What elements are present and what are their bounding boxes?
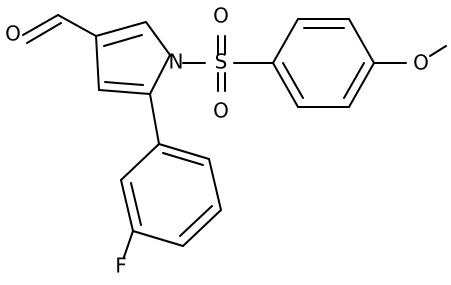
bond-fp-1-inner <box>162 152 204 166</box>
bond-fp-4 <box>132 230 184 247</box>
bond-mp-4-inner <box>343 62 365 99</box>
bond-mp-6-inner <box>282 62 304 99</box>
bond-fp-5-inner <box>130 182 142 226</box>
fluorine-label: F <box>115 254 127 278</box>
sulfur-label: S <box>215 50 228 74</box>
bond-pyrrole-c5-c4-inner <box>104 81 144 86</box>
bond-c-f <box>123 230 134 258</box>
bond-mp-6 <box>272 62 299 108</box>
methoxy-oxygen-label: O <box>413 51 429 75</box>
bond-fp-5 <box>120 179 134 232</box>
aldehyde-oxygen-label: O <box>5 22 21 46</box>
bond-fp-3-inner <box>179 205 213 237</box>
bond-mp-4 <box>348 62 375 108</box>
bond-aldehyde-cc <box>57 14 97 37</box>
sulfonyl-group <box>182 35 274 92</box>
bond-fp-3 <box>182 209 222 247</box>
bond-pyrrole-c4-c3 <box>95 35 100 91</box>
bond-pyrrole-c5-c4 <box>98 89 151 95</box>
bond-mp-1 <box>272 18 299 64</box>
bond-pyrrole-c3-c2-inner <box>103 34 143 47</box>
methoxyphenyl-ring <box>272 18 375 108</box>
sulfonyl-oxygen-bottom-label: O <box>213 99 229 123</box>
bond-fp-1 <box>158 143 210 160</box>
bond-pyrrole-c2-n1 <box>145 21 171 56</box>
bond-aldehyde-co-1 <box>22 14 59 36</box>
bond-pyrrole-n1-c5 <box>149 54 171 95</box>
bond-pyrrole-c3-c2 <box>95 21 147 37</box>
methoxy-group <box>373 45 447 64</box>
pyrrole-nitrogen-label: N <box>169 50 184 74</box>
aldehyde-group <box>22 14 97 44</box>
bond-o-methyl <box>429 45 447 57</box>
fluorophenyl-ring <box>120 93 222 258</box>
bond-mp-3 <box>348 18 375 64</box>
pyrrole-ring <box>95 21 171 95</box>
bond-fp-2 <box>208 158 222 211</box>
bond-fp-6 <box>120 143 160 181</box>
sulfonyl-oxygen-top-label: O <box>213 4 229 28</box>
bond-aldehyde-co-2 <box>26 22 62 44</box>
bond-pyrrole-aryl <box>149 93 160 145</box>
